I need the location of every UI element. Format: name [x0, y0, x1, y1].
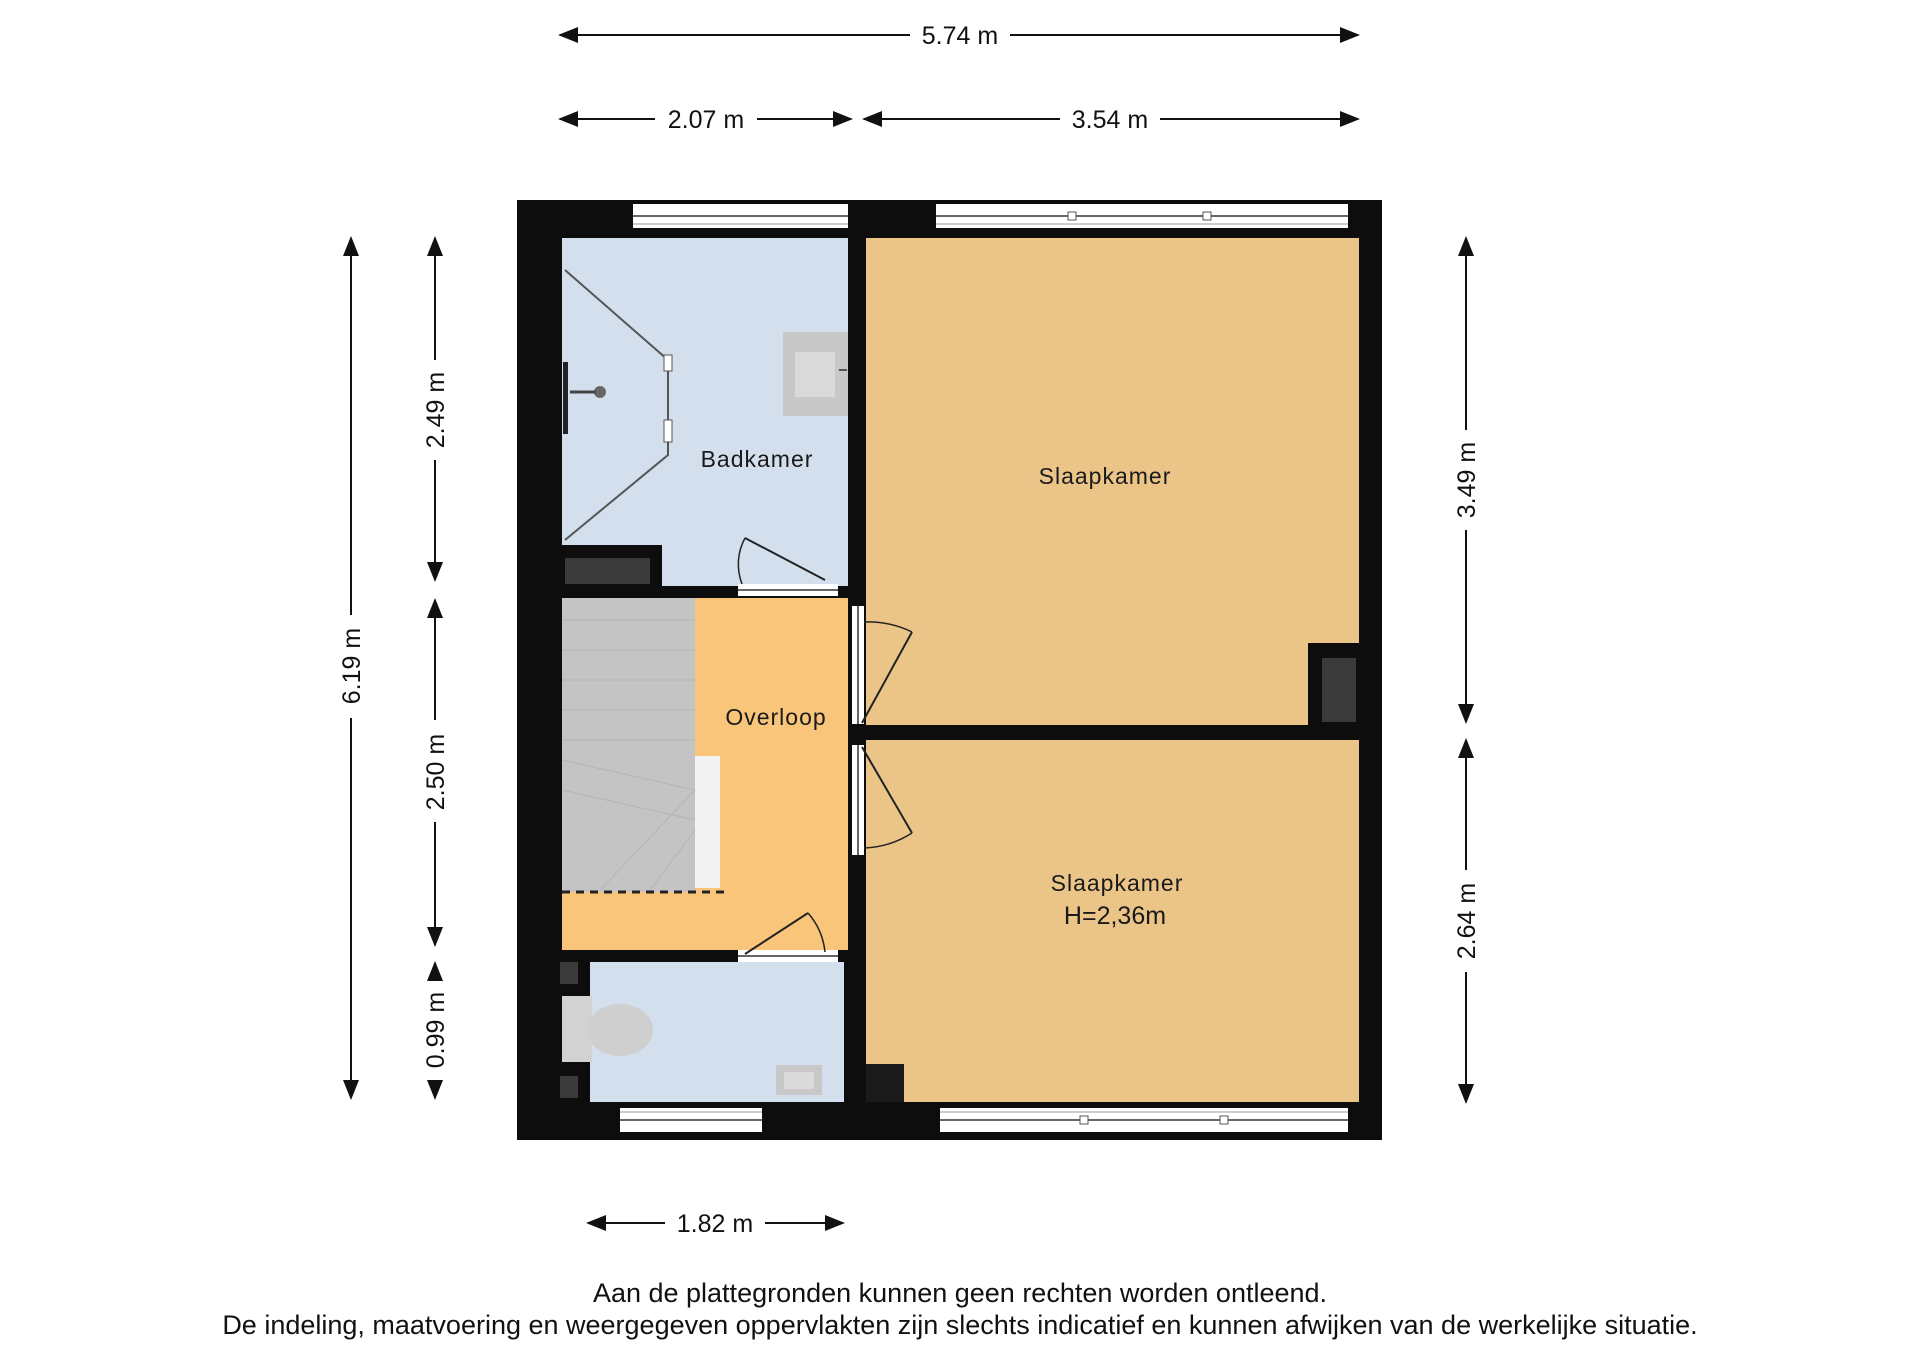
dim-width-right: 3.54 m — [862, 106, 1360, 134]
shower-enclosure — [563, 269, 673, 541]
toilet — [560, 962, 653, 1098]
dim-height-right-top-label: 3.49 m — [1453, 442, 1481, 518]
toilet-door — [738, 912, 838, 962]
dim-height-left-top: 2.49 m — [422, 236, 450, 582]
toilet-sink — [776, 1065, 822, 1095]
dim-height-left-top-label: 2.49 m — [422, 372, 450, 448]
bedroom-bottom-floor — [866, 740, 1359, 1102]
dim-width-left: 2.07 m — [558, 106, 853, 134]
door-bedroom-top — [852, 606, 913, 724]
dim-height-right-bottom: 2.64 m — [1453, 738, 1481, 1104]
chimney-inner — [1322, 658, 1356, 722]
dim-bottom-width: 1.82 m — [586, 1210, 845, 1238]
label-bathroom: Badkamer — [701, 446, 814, 472]
bathroom-door — [737, 537, 838, 596]
bedroom-top-floor — [866, 238, 1359, 725]
dim-width-left-label: 2.07 m — [668, 106, 744, 134]
dim-bottom-width-label: 1.82 m — [677, 1210, 753, 1238]
window-bottom-right — [940, 1108, 1348, 1132]
dim-height-left-mid: 2.50 m — [422, 598, 450, 947]
dim-height-left-bottom: 0.99 m — [422, 961, 450, 1100]
dim-total-height: 6.19 m — [338, 236, 366, 1100]
window-bottom-left — [620, 1108, 762, 1132]
label-landing: Overloop — [725, 704, 826, 730]
disclaimer-line-2: De indeling, maatvoering en weergegeven … — [222, 1310, 1698, 1340]
label-bedroom-top: Slaapkamer — [1039, 463, 1172, 489]
bedroom-column — [866, 1064, 904, 1102]
label-bedroom-bottom: Slaapkamer — [1051, 870, 1184, 896]
door-bedroom-bottom — [852, 745, 913, 855]
dim-total-height-label: 6.19 m — [338, 628, 366, 704]
dim-height-right-bottom-label: 2.64 m — [1453, 883, 1481, 959]
dim-total-width-label: 5.74 m — [922, 22, 998, 50]
window-top-right — [936, 204, 1348, 228]
dim-total-width: 5.74 m — [558, 22, 1360, 50]
dim-width-right-label: 3.54 m — [1072, 106, 1148, 134]
window-top-left — [633, 204, 848, 228]
disclaimer-line-1: Aan de plattegronden kunnen geen rechten… — [592, 1278, 1328, 1308]
stairs — [561, 598, 725, 894]
dim-height-right-top: 3.49 m — [1453, 236, 1481, 724]
dim-height-left-bottom-label: 0.99 m — [422, 992, 450, 1068]
label-ceiling-height: H=2,36m — [1064, 902, 1166, 930]
dim-height-left-mid-label: 2.50 m — [422, 734, 450, 810]
bathroom-sink — [783, 332, 848, 416]
radiator — [565, 558, 650, 584]
